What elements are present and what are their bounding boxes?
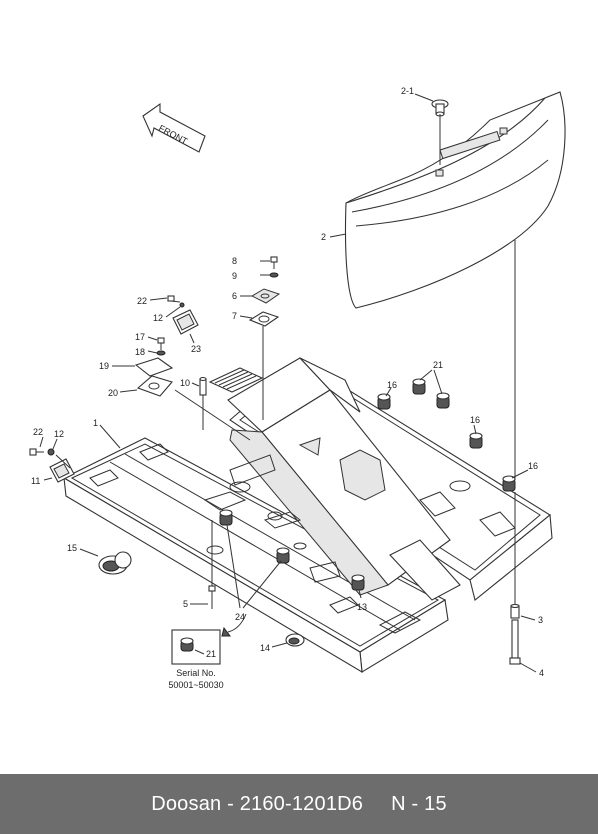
mount-16b [469, 432, 483, 449]
step-plate [208, 367, 264, 393]
gasket-7 [248, 311, 280, 327]
plate-6 [250, 288, 281, 304]
mount-16a [377, 393, 391, 410]
mount-24b [276, 547, 290, 564]
callout-9: 9 [232, 271, 237, 281]
washer-12-top [179, 302, 185, 308]
upper-frame [62, 357, 553, 674]
leader-lines [39, 93, 537, 673]
callout-16-b: 16 [470, 415, 480, 425]
callout-21-inset: 21 [206, 649, 216, 659]
callout-24: 24 [235, 612, 245, 622]
washer-18 [156, 350, 166, 356]
callout-10: 10 [180, 378, 190, 388]
callout-17: 17 [135, 332, 145, 342]
callout-2-1: 2-1 [401, 86, 414, 96]
mount-16c [502, 475, 516, 492]
rubber-mounts [219, 378, 516, 591]
callout-1: 1 [93, 418, 98, 428]
callout-13: 13 [357, 602, 367, 612]
mount-21b [436, 392, 450, 409]
grommet-15 [98, 551, 132, 575]
callout-16-c: 16 [528, 461, 538, 471]
front-direction-arrow: FRONT [142, 102, 206, 153]
mount-21a [412, 378, 426, 395]
footer-part-number: Doosan - 2160-1201D6 [151, 792, 364, 815]
grommet-23 [172, 309, 199, 335]
callout-labels: 2-1 2 8 9 6 7 22 12 23 17 18 19 20 10 21… [31, 86, 544, 678]
mount-24a [219, 509, 233, 526]
callout-12-top: 12 [153, 313, 163, 323]
callout-5: 5 [183, 599, 188, 609]
plate-20 [136, 375, 173, 397]
bolt-22-top [167, 295, 181, 303]
mount-21-inset [180, 637, 194, 652]
bolt-5 [208, 585, 216, 609]
serial-title: Serial No. [176, 668, 216, 678]
callout-8: 8 [232, 256, 237, 266]
bolt-8 [270, 256, 278, 269]
bolt-22-left [29, 448, 44, 456]
callout-11: 11 [31, 476, 40, 486]
bolt-17 [157, 337, 165, 350]
footer-bar: Doosan - 2160-1201D6 N - 15 [0, 774, 598, 834]
pin-10 [199, 376, 207, 396]
callout-12-left: 12 [54, 429, 64, 439]
washer-9 [269, 272, 279, 278]
serial-inset: Serial No. 50001~50030 [168, 629, 224, 690]
lifting-eye [431, 99, 449, 117]
exploded-parts-diagram: FRONT [29, 86, 566, 690]
callout-14: 14 [260, 643, 270, 653]
grommet-14 [285, 633, 305, 647]
callout-15: 15 [67, 543, 77, 553]
hardware-parts [29, 256, 521, 665]
serial-range: 50001~50030 [168, 680, 223, 690]
callout-3: 3 [538, 615, 543, 625]
footer-page-number: N - 15 [391, 792, 447, 815]
callout-16-a: 16 [387, 380, 397, 390]
counterweight [344, 91, 566, 309]
callout-22-left: 22 [33, 427, 43, 437]
callout-4: 4 [539, 668, 544, 678]
callout-7: 7 [232, 311, 237, 321]
grommet-11 [49, 458, 75, 483]
washer-12-left [47, 448, 55, 456]
callout-2: 2 [321, 232, 326, 242]
callout-6: 6 [232, 291, 237, 301]
callout-21-top: 21 [433, 360, 443, 370]
mount-13 [351, 574, 365, 591]
spacer-3 [510, 603, 520, 619]
callout-20: 20 [108, 388, 118, 398]
callout-22-top: 22 [137, 296, 147, 306]
callout-18: 18 [135, 347, 145, 357]
callout-23: 23 [191, 344, 201, 354]
bolt-4 [509, 619, 521, 665]
callout-19: 19 [99, 361, 109, 371]
bracket-19 [134, 357, 174, 377]
